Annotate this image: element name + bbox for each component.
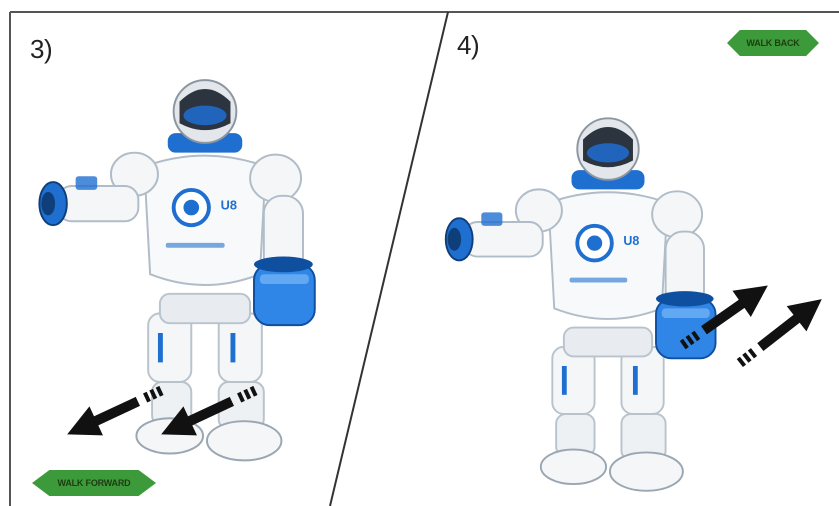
step-4-label: 4) [457, 30, 479, 61]
walk-forward-badge: WALK FORWARD [32, 470, 156, 496]
step-3-label: 3) [30, 34, 52, 65]
panel-4-robot-illustration [446, 118, 716, 490]
panel-3-robot-illustration [39, 80, 314, 460]
walk-back-badge: WALK BACK [727, 30, 819, 56]
panel-divider [330, 12, 448, 506]
